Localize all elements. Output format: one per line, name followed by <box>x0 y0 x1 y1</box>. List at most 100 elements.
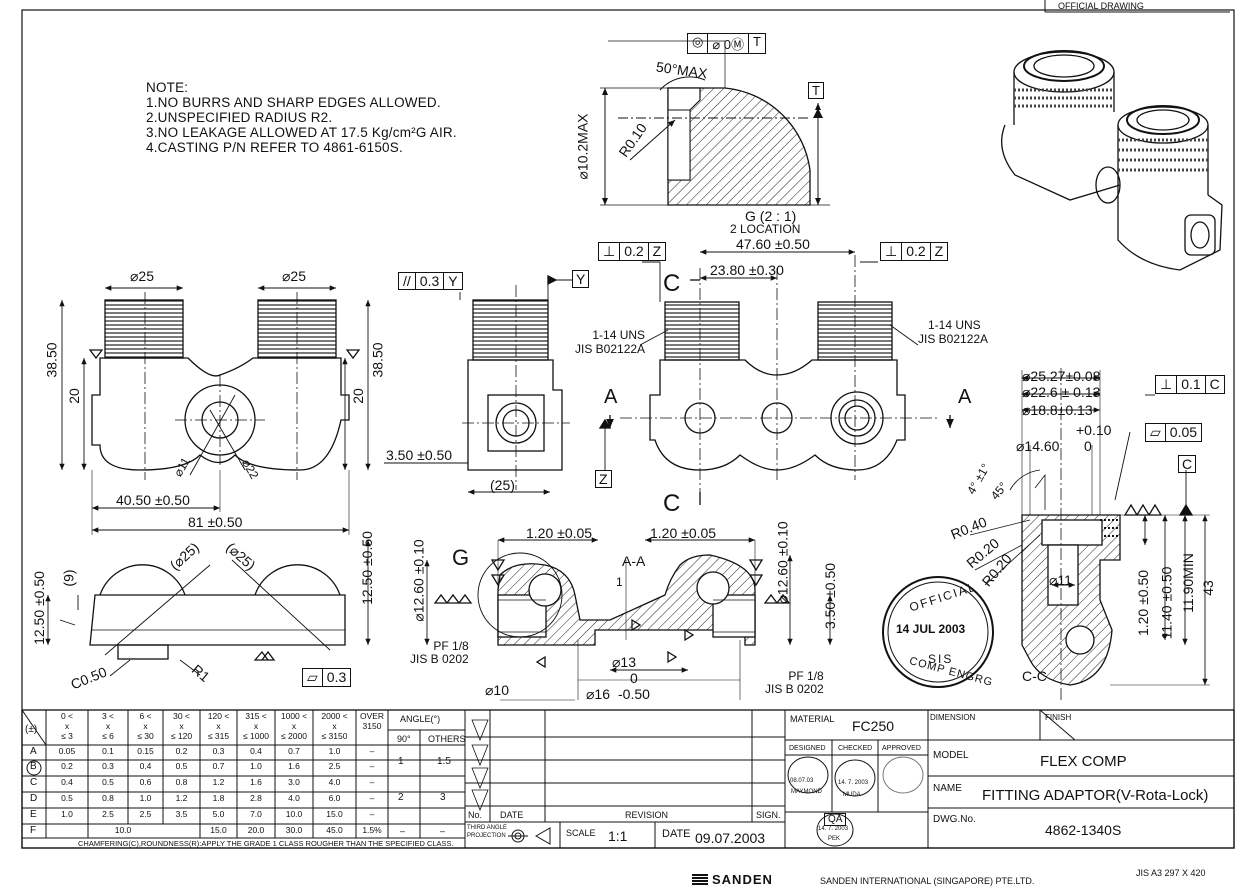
tol-header-8: OVER 3150 <box>359 711 385 731</box>
tol-header-6: 1000 < x ≤ 2000 <box>280 711 308 741</box>
tol-minus: -0.50 <box>618 686 650 702</box>
tol-cell: 0.4 <box>250 746 262 756</box>
pf-spec: PF 1/8 <box>788 669 824 683</box>
dim-1: 1 <box>616 575 623 589</box>
tol-header-4: 120 < x ≤ 315 <box>207 711 230 741</box>
datum-z-box: Z <box>595 470 612 488</box>
dim-3-50-aa: 3.50 ±0.50 <box>822 562 839 630</box>
stamp-date-qa: 14. 7. 2003 <box>818 826 849 832</box>
tol-cell: 0.2 <box>175 746 188 756</box>
tol-cell: 0.7 <box>288 746 300 756</box>
fcf-value: 0.3 <box>416 273 445 289</box>
tol-cell: 1.0 <box>250 761 262 771</box>
fcf-value: 0.1 <box>1177 376 1206 393</box>
dim-20-left: 20 <box>65 388 82 404</box>
dim-12-50-right: 12.50 ±0.50 <box>358 531 375 605</box>
fcf-perp-cc: ⊥ 0.1 C <box>1155 375 1225 394</box>
tol-cell: 15.0 <box>326 809 343 819</box>
pf-spec: PF 1/8 <box>433 639 469 653</box>
dia-13: ⌀13 <box>612 654 637 670</box>
thread-standard: JIS B02122A <box>918 332 989 346</box>
dim-11-90min: 11.90MIN <box>1179 553 1196 613</box>
tol-grade-1: B <box>30 761 37 772</box>
dim-43: 43 <box>1199 580 1216 596</box>
tol-cell: 30.0 <box>285 825 303 835</box>
stamp-sis: SIS <box>928 652 954 666</box>
material-label: MATERIAL <box>790 714 835 724</box>
dim-40-50: 40.50 ±0.50 <box>116 492 190 508</box>
tol-cell: 10.0 <box>285 809 303 819</box>
tol-cell: 2.8 <box>250 793 262 803</box>
tol-cell: 0.8 <box>102 793 114 803</box>
isometric-view <box>1001 50 1223 271</box>
thread-callout-left: 1-14 UNS JIS B02122A <box>575 328 645 356</box>
tol-cell: 0.05 <box>58 746 76 756</box>
model-label: MODEL <box>933 750 969 761</box>
revision-sign: SIGN. <box>756 810 781 820</box>
tolerance-footer: CHAMFERING(C),ROUNDNESS(R):APPLY THE GRA… <box>78 839 454 848</box>
angle-val-4: 3 <box>440 792 446 803</box>
dia-10: ⌀10 <box>485 682 510 698</box>
tol-header-0: 0 < x ≤ 3 <box>60 711 74 741</box>
perpendicularity-icon: ⊥ <box>599 243 621 260</box>
revision-date: DATE <box>500 810 524 820</box>
flatness-icon: ▱ <box>1146 424 1166 441</box>
tol-cell: 4.0 <box>288 793 300 803</box>
fcf-datum: T <box>753 34 761 49</box>
dim-3-50: 3.50 ±0.50 <box>386 447 453 463</box>
fcf-perp-right: ⊥ 0.2 Z <box>880 242 949 261</box>
stamp-name-checked: MUDA <box>843 792 861 798</box>
angle-sub-90: 90° <box>397 734 411 744</box>
tol-zero: 0 <box>630 670 638 686</box>
brand-name: SANDEN <box>712 872 773 887</box>
fcf-perp-left: ⊥ 0.2 Z <box>598 242 667 261</box>
tol-header-5: 315 < x ≤ 1000 <box>243 711 269 741</box>
tol-cell: – <box>369 761 375 771</box>
tol-cell: 15.0 <box>210 825 227 835</box>
tol-cell: 0.5 <box>61 793 73 803</box>
tol-cell: 2.5 <box>328 761 341 771</box>
stamp-name-qa: PEK <box>828 836 841 842</box>
dia-10-2max: ⌀10.2MAX <box>574 113 591 180</box>
tol-lower: 0 <box>1084 438 1092 454</box>
scale-label: SCALE <box>566 828 596 838</box>
angle-val-1: 1 <box>398 756 404 767</box>
concentricity-icon: ◎ <box>688 34 709 53</box>
tol-cell: – <box>369 809 375 819</box>
dia-12-60-left: ⌀12.60 ±0.10 <box>410 539 427 622</box>
datum-t-box: T <box>808 82 824 99</box>
tol-cell: – <box>369 746 375 756</box>
tol-cell: 20.0 <box>247 825 265 835</box>
section-cc-label: C-C <box>1022 668 1047 684</box>
name-label: NAME <box>933 783 962 794</box>
stamp-name-designed: MAYMOND <box>791 789 822 795</box>
fcf-datum: C <box>1209 376 1220 392</box>
tol-cell: 0.6 <box>139 777 152 787</box>
thread-standard: JIS B02122A <box>575 342 646 356</box>
pf-callout-left: PF 1/8 JIS B 0202 <box>410 640 469 666</box>
section-aa-label: A-A <box>622 553 646 569</box>
dia-18-8: ⌀18.8±0.13 <box>1022 402 1093 418</box>
tol-cell: 0.4 <box>139 761 152 771</box>
designed-label: DESIGNED <box>789 745 826 752</box>
dia-16: ⌀16 <box>586 686 611 702</box>
section-c-top: C <box>663 270 681 297</box>
section-c-bottom: C <box>663 490 681 517</box>
sheet-size: JIS A3 297 X 420 <box>1136 868 1206 878</box>
notes-block: NOTE: 1.NO BURRS AND SHARP EDGES ALLOWED… <box>146 80 457 155</box>
dim-81: 81 ±0.50 <box>188 514 243 530</box>
scale-value: 1:1 <box>608 828 628 844</box>
tol-cell: 1.0 <box>61 809 73 819</box>
fcf-parallel: // 0.3 Y <box>398 272 463 290</box>
fcf-flatness-cc: ▱ 0.05 <box>1145 423 1203 442</box>
dim-25: (25) <box>490 477 515 493</box>
note-line-1: 1.NO BURRS AND SHARP EDGES ALLOWED. <box>146 95 441 110</box>
fcf-value: 0.2 <box>620 243 649 260</box>
dim-47-60: 47.60 ±0.50 <box>736 236 810 252</box>
tol-header-2: 6 < x ≤ 30 <box>137 711 154 741</box>
checked-label: CHECKED <box>838 745 873 752</box>
dim-1-20-left: 1.20 ±0.05 <box>526 525 593 541</box>
tol-cell: 0.2 <box>61 761 73 771</box>
tol-grade-0: A <box>30 746 37 757</box>
